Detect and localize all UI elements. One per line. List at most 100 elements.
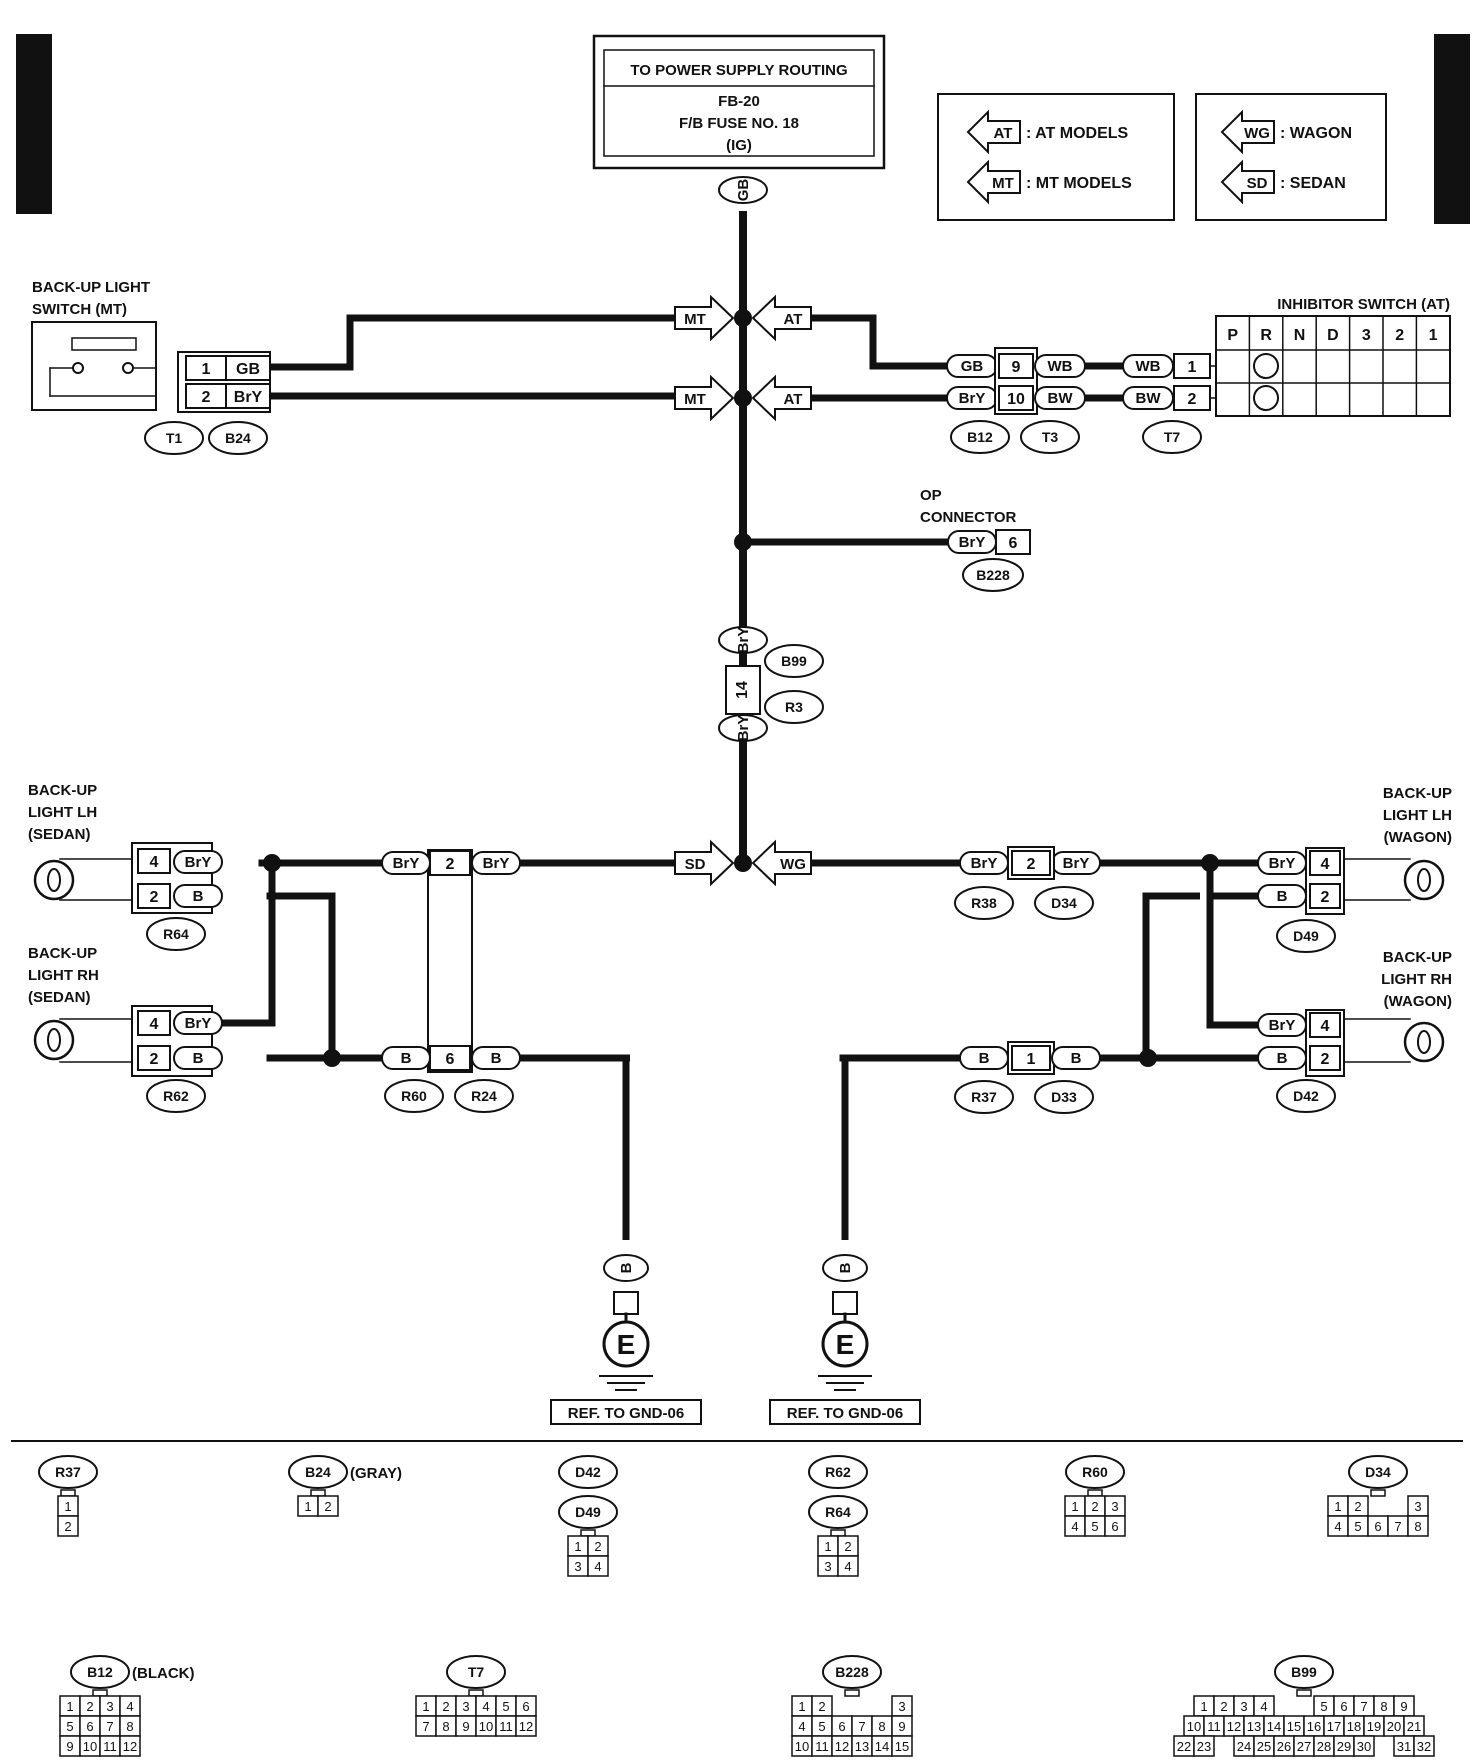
wire-color-tag-outline <box>173 850 223 874</box>
legend-text: : WAGON <box>1280 125 1352 142</box>
connector-pin-cell <box>317 1495 339 1517</box>
pin-text: 2 <box>202 389 211 406</box>
connector-pin-number: 6 <box>1111 1519 1118 1534</box>
pin-box <box>998 385 1034 411</box>
connector-view-id-R60-text: R60 <box>1082 1464 1108 1480</box>
backup-switch-contact <box>71 337 137 351</box>
pin-box <box>998 353 1034 379</box>
connector-pin-number: 18 <box>1347 1719 1361 1734</box>
wire-color-tag: B <box>1051 1046 1101 1070</box>
page-tag-right <box>1434 34 1470 224</box>
connector-d49-text: D49 <box>1293 928 1319 944</box>
pin-box <box>1173 385 1211 411</box>
connector-pin-cell <box>119 1735 141 1757</box>
wire-color-tag-outline <box>173 1011 223 1035</box>
connector-r24 <box>454 1079 514 1113</box>
connector-r62-text: R62 <box>163 1088 189 1104</box>
wire-color-tag-text: B <box>1277 888 1288 905</box>
ground-symbol: E <box>617 1329 636 1360</box>
connector-b12 <box>950 420 1010 454</box>
wire-color-tag-text: WB <box>1048 358 1073 375</box>
backup-switch-label: BACK-UP LIGHT <box>32 279 150 296</box>
legend-arrow-icon <box>966 159 1021 205</box>
backup-switch-label: SWITCH (MT) <box>32 301 127 318</box>
wire-color-tag-outline <box>718 176 768 204</box>
connector-pin-number: 6 <box>522 1699 529 1714</box>
connector-pin-number: 5 <box>818 1719 825 1734</box>
wire-color-tag: B <box>381 1046 431 1070</box>
connector-pin-number: 4 <box>798 1719 805 1734</box>
connector-pin-number: 3 <box>1240 1699 1247 1714</box>
junction-dot <box>323 1049 341 1067</box>
connector-pin-number: 20 <box>1387 1719 1401 1734</box>
connector-pin-number: 24 <box>1237 1739 1251 1754</box>
legend-text: : AT MODELS <box>1026 125 1129 142</box>
ground-right-icon <box>821 1320 869 1368</box>
inhibitor-title: INHIBITOR SWITCH (AT) <box>1277 296 1450 313</box>
connector-b228-text: B228 <box>976 567 1010 583</box>
connector-pin-number: 10 <box>1187 1719 1201 1734</box>
lamp-lh-sedan-icon <box>33 859 75 901</box>
pin-text: 4 <box>1321 1018 1330 1035</box>
wire-b-ground-left <box>622 1054 630 1240</box>
pin-text: 1 <box>1027 1051 1036 1068</box>
wire-color-tag-text: BrY <box>735 627 752 654</box>
wire-tag-b-ground-left: B <box>603 1254 649 1282</box>
pin-box <box>137 883 171 909</box>
connector-pin-number: 3 <box>106 1699 113 1714</box>
connector-pin-cell <box>891 1735 913 1757</box>
connector-pin-number: 16 <box>1307 1719 1321 1734</box>
op-pin <box>995 529 1031 555</box>
legend-arrow-icon <box>1220 159 1275 205</box>
connector-pin-number: 1 <box>304 1499 311 1514</box>
rh-sedan-label: LIGHT RH <box>28 967 99 984</box>
connector-pin-number: 7 <box>1360 1699 1367 1714</box>
connector-pin-number: 1 <box>824 1539 831 1554</box>
wire-color-tag: B <box>1257 1046 1307 1070</box>
pin-14: 14 <box>734 681 751 699</box>
rh-wagon-label: BACK-UP <box>1383 949 1452 966</box>
pin-box <box>429 850 471 876</box>
arrow-at-2-text: AT <box>784 391 803 408</box>
wire-color-tag-text: B <box>979 1050 990 1067</box>
pin-box <box>1011 1045 1051 1071</box>
connector-b24-text: B24 <box>225 430 251 446</box>
wire-color-tag-text: GB <box>961 358 984 375</box>
junction-dot <box>734 389 752 407</box>
wire-color-tag-text: BW <box>1048 390 1074 407</box>
wire-color-tag: BrY <box>1257 1013 1307 1037</box>
connector-view-id-R37-text: R37 <box>55 1464 81 1480</box>
wire-color-tag-text: B <box>1071 1050 1082 1067</box>
arrow-mt-1-text: MT <box>684 311 706 328</box>
connector-pin-number: 4 <box>1334 1519 1341 1534</box>
inhibitor-position: 2 <box>1395 327 1404 344</box>
wire-color-tag-outline <box>471 1046 521 1070</box>
connector-d42 <box>1276 1079 1336 1113</box>
pin-text: 2 <box>150 889 159 906</box>
arrow-mt-2 <box>674 374 735 422</box>
connector-view-id-B99-text: B99 <box>1291 1664 1317 1680</box>
legend-model-box <box>937 93 1175 221</box>
connector-r37-text: R37 <box>971 1089 997 1105</box>
pin-box <box>429 1045 471 1071</box>
connector-d33 <box>1034 1080 1094 1114</box>
connector-view-id-B24 <box>288 1455 348 1489</box>
connector-pin-number: 2 <box>1354 1499 1361 1514</box>
connector-r3 <box>764 690 824 724</box>
lh-wagon-label: (WAGON) <box>1384 829 1452 846</box>
pin-text: 1 <box>202 361 211 378</box>
connector-pin-number: 1 <box>1200 1699 1207 1714</box>
lh-wagon-label: BACK-UP <box>1383 785 1452 802</box>
connector-b99-text: B99 <box>781 653 807 669</box>
connector-pin-number: 2 <box>1091 1499 1098 1514</box>
pin-text: 4 <box>1321 856 1330 873</box>
connector-pin-number: 12 <box>519 1719 533 1734</box>
connector-pin-number: 23 <box>1197 1739 1211 1754</box>
ground-ref-text: REF. TO GND-06 <box>568 1405 684 1422</box>
pin-box <box>1309 1045 1341 1071</box>
connector-d42-text: D42 <box>1293 1088 1319 1104</box>
connector-pin-number: 11 <box>1207 1719 1221 1734</box>
wire-color-tag: BrY <box>959 851 1009 875</box>
power-supply-inner <box>603 49 875 157</box>
wire-gb-at <box>780 314 1000 370</box>
